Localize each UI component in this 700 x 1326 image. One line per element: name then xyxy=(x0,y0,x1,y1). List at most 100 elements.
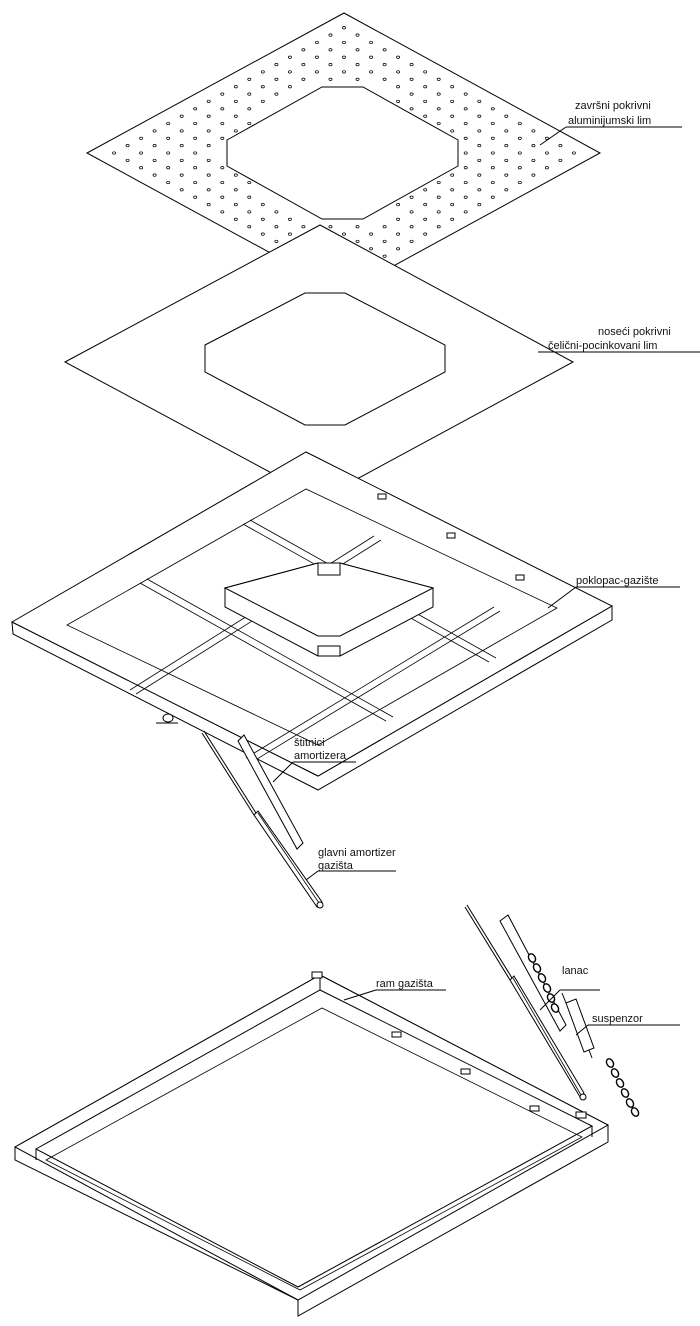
perforation-hole xyxy=(301,77,306,81)
perforation-hole xyxy=(558,144,563,148)
perforation-hole xyxy=(463,121,468,126)
perforation-hole xyxy=(436,210,441,214)
perforation-hole xyxy=(504,173,509,177)
perforation-hole xyxy=(396,203,401,207)
label-steel-sheet-2: čelični-pocinkovani lim xyxy=(548,340,657,352)
perforation-hole xyxy=(342,70,346,74)
perforation-hole xyxy=(396,55,401,59)
perforation-hole xyxy=(423,99,428,103)
perforation-hole xyxy=(490,166,495,170)
chain-link xyxy=(532,963,542,973)
perforation-hole xyxy=(328,225,333,229)
perforation-hole xyxy=(531,173,536,177)
perforation-hole xyxy=(342,26,346,30)
perforation-hole xyxy=(314,70,319,74)
label-top-sheet-1: završni pokrivni xyxy=(575,100,651,112)
perforation-hole xyxy=(423,203,428,207)
perforation-hole xyxy=(396,70,401,74)
perforation-hole xyxy=(396,217,401,221)
perforation-hole xyxy=(450,85,455,89)
perforation-hole xyxy=(314,40,319,45)
label-frame: ram gazišta xyxy=(376,978,434,990)
perforation-holes xyxy=(112,26,576,280)
perforation-hole xyxy=(247,180,252,185)
perforation-hole xyxy=(274,225,279,229)
perforation-hole xyxy=(247,195,252,199)
perforation-hole xyxy=(396,99,401,103)
perforation-hole xyxy=(274,239,279,243)
perforation-hole xyxy=(490,151,495,155)
perforation-hole xyxy=(477,129,482,133)
perforation-hole xyxy=(517,180,522,185)
perforation-hole xyxy=(274,77,279,81)
perforation-hole xyxy=(220,121,225,126)
perforation-hole xyxy=(436,77,441,81)
perforation-hole xyxy=(504,158,509,162)
chain-link xyxy=(542,983,552,993)
perforation-hole xyxy=(409,63,414,67)
label-top-sheet-2: aluminijumski lim xyxy=(568,115,651,127)
tread-frame xyxy=(13,971,610,1317)
perforation-hole xyxy=(409,77,414,81)
perforation-hole xyxy=(260,217,265,221)
perforation-hole xyxy=(463,151,468,155)
perforation-hole xyxy=(423,217,428,221)
chain-link xyxy=(625,1098,635,1108)
chain-link xyxy=(605,1058,615,1068)
perforation-hole xyxy=(166,151,171,155)
perforation-hole xyxy=(342,55,346,59)
perforation-hole xyxy=(450,217,455,221)
perforation-hole xyxy=(139,151,144,155)
perforation-hole xyxy=(233,173,238,177)
suspensor xyxy=(561,992,595,1059)
perforation-hole xyxy=(139,166,144,170)
perforation-hole xyxy=(206,173,211,177)
perforation-hole xyxy=(369,232,374,236)
label-main-damper-1: glavni amortizer xyxy=(318,847,396,859)
perforation-hole xyxy=(233,188,238,192)
perforation-hole xyxy=(328,33,333,37)
steel-cover-sheet xyxy=(63,224,575,500)
perforation-hole xyxy=(436,92,441,96)
perforation-hole xyxy=(369,70,374,74)
perforation-hole xyxy=(355,48,360,52)
perforation-hole xyxy=(193,121,198,126)
perforation-hole xyxy=(409,225,414,229)
perforation-hole xyxy=(423,70,428,74)
perforation-hole xyxy=(423,232,428,236)
perforation-hole xyxy=(504,114,509,118)
perforation-hole xyxy=(166,121,171,126)
perforation-hole xyxy=(436,225,441,229)
perforation-hole xyxy=(450,129,455,133)
perforation-hole xyxy=(355,77,360,81)
perforation-hole xyxy=(274,92,279,96)
perforation-hole xyxy=(382,254,387,258)
perforation-hole xyxy=(139,136,144,140)
chain-link xyxy=(620,1088,630,1098)
perforation-hole xyxy=(166,136,171,140)
callout-labels: završni pokrivni aluminijumski lim noseć… xyxy=(294,100,671,1025)
perforation-hole xyxy=(247,77,252,81)
perforation-hole xyxy=(328,63,333,67)
perforation-hole xyxy=(220,136,225,140)
perforation-hole xyxy=(382,77,387,81)
perforation-hole xyxy=(369,55,374,59)
perforation-hole xyxy=(544,136,549,140)
perforation-hole xyxy=(179,144,184,148)
perforation-hole xyxy=(179,129,184,133)
perforation-hole xyxy=(423,114,428,118)
perforation-hole xyxy=(477,173,482,177)
perforation-hole xyxy=(233,114,238,118)
perforation-hole xyxy=(125,144,130,148)
perforation-hole xyxy=(166,180,171,185)
perforation-hole xyxy=(477,144,482,148)
perforation-hole xyxy=(247,210,252,214)
perforation-hole xyxy=(477,114,482,118)
label-shields-1: štitnici xyxy=(294,737,325,749)
perforation-hole xyxy=(477,99,482,103)
perforation-hole xyxy=(531,158,536,162)
perforation-hole xyxy=(301,63,306,67)
perforation-hole xyxy=(409,210,414,214)
perforation-hole xyxy=(396,232,401,236)
